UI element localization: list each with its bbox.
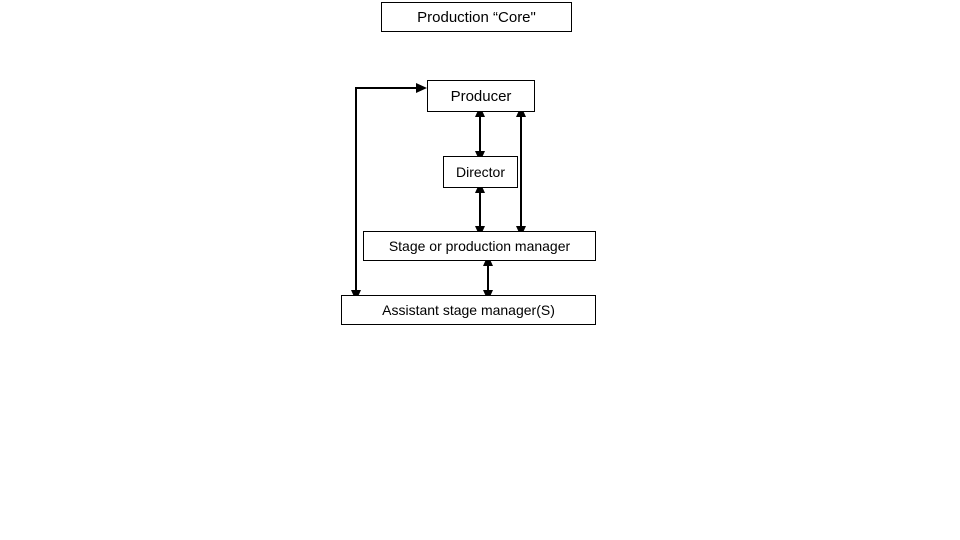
- node-assistant-stage-manager[interactable]: Assistant stage manager(S): [341, 295, 596, 325]
- connector-assistant-producer: [346, 82, 436, 302]
- node-director-label: Director: [455, 164, 505, 180]
- connector-director-stage-manager: [460, 182, 500, 237]
- node-producer[interactable]: Producer: [427, 80, 535, 112]
- connector-producer-director: [460, 106, 500, 162]
- node-producer-label: Producer: [450, 87, 512, 105]
- node-production-core-label: Production “Core": [417, 8, 536, 26]
- node-stage-or-production-manager-label: Stage or production manager: [388, 238, 571, 254]
- node-director[interactable]: Director: [443, 156, 518, 188]
- node-assistant-stage-manager-label: Assistant stage manager(S): [382, 302, 555, 318]
- node-production-core[interactable]: Production “Core": [381, 2, 572, 32]
- node-stage-or-production-manager[interactable]: Stage or production manager: [363, 231, 596, 261]
